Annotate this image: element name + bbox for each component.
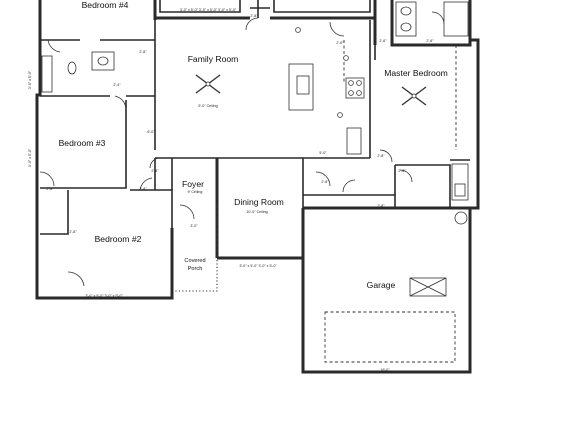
sink-icon bbox=[97, 56, 109, 66]
dining-window-dims: 3'-0" x 5'-0" 3'-0" x 5'-0" bbox=[239, 264, 277, 268]
door-dim-i: 2'-6" bbox=[379, 39, 387, 43]
dimension-notes: 3'-0" x 5'-0" 3'-0" x 5'-0" 3'-0" x 5'-0… bbox=[28, 8, 434, 372]
family-room-ceiling: 5'-0" Ceiling bbox=[198, 104, 217, 108]
range-icon bbox=[345, 77, 365, 99]
door-dim-b: 2'-4" bbox=[113, 83, 121, 87]
bedroom-4-label: Bedroom #4 bbox=[82, 0, 129, 10]
door-swings bbox=[39, 11, 445, 287]
tub-fixture bbox=[41, 55, 53, 93]
door-dim-m: 2'-8" bbox=[377, 204, 385, 208]
toilet-icon bbox=[67, 61, 77, 75]
door-dim-g: 2'-8" bbox=[250, 14, 258, 18]
door-dim-h: 2'-6" bbox=[336, 41, 344, 45]
door-dim-d: 2'-8" bbox=[46, 187, 54, 191]
opening-dim-a: 5'-0" bbox=[319, 151, 327, 155]
door-dim-l: 2'-8" bbox=[321, 180, 329, 184]
master-bedroom-label: Master Bedroom bbox=[384, 68, 448, 78]
refrigerator-icon bbox=[346, 127, 362, 155]
dashed-lines bbox=[172, 40, 457, 363]
side-window-dim-a: 3'-0" x 5'-0" bbox=[28, 70, 32, 89]
foyer-ceiling: 9' Ceiling bbox=[188, 190, 203, 194]
bed2-window-dims: 3'-0" x 5'-0" 3'-0" x 5'-0" bbox=[85, 294, 123, 298]
dining-room-label: Dining Room bbox=[234, 197, 284, 207]
door-dim-c: 2'-8" bbox=[139, 187, 147, 191]
ceiling-fan-family-icon bbox=[195, 74, 221, 94]
door-dim-k: 2'-8" bbox=[377, 154, 385, 158]
bedroom-3-label: Bedroom #3 bbox=[59, 138, 106, 148]
bedroom-2-label: Bedroom #2 bbox=[95, 234, 142, 244]
master-tub bbox=[443, 1, 469, 37]
foyer-label: Foyer bbox=[182, 179, 204, 189]
top-window-dims: 3'-0" x 5'-0" 3'-0" x 5'-0" 3'-0" x 5'-0… bbox=[180, 8, 237, 12]
covered-porch-label-1: Covered bbox=[184, 258, 205, 264]
garage-width-dim: 16'-0" bbox=[380, 368, 390, 372]
garage-label: Garage bbox=[367, 280, 396, 290]
family-room-label: Family Room bbox=[188, 54, 239, 64]
door-dim-a: 2'-8" bbox=[139, 50, 147, 54]
fixtures bbox=[41, 1, 469, 297]
room-labels: Bedroom #4 Family Room 5'-0" Ceiling Mas… bbox=[59, 0, 448, 290]
dining-room-ceiling: 10'-0" Ceiling bbox=[246, 210, 267, 214]
covered-porch-label-2: Porch bbox=[188, 266, 203, 272]
door-dim-o: 2'-8" bbox=[151, 169, 159, 173]
door-dim-j: 2'-6" bbox=[426, 39, 434, 43]
island-sink-icon bbox=[296, 75, 310, 95]
side-window-dim-b: 3'-0" x 5'-0" bbox=[28, 148, 32, 167]
water-heater-icon bbox=[454, 211, 468, 225]
ceiling-fan-master-icon bbox=[401, 86, 427, 106]
interior-walls bbox=[40, 0, 470, 235]
door-dim-n: 2'-6" bbox=[398, 169, 406, 173]
opening-dim-b: 6'-0" bbox=[147, 130, 155, 134]
door-dim-e: 2'-8" bbox=[69, 230, 77, 234]
door-dim-f: 3'-0" bbox=[190, 224, 198, 228]
